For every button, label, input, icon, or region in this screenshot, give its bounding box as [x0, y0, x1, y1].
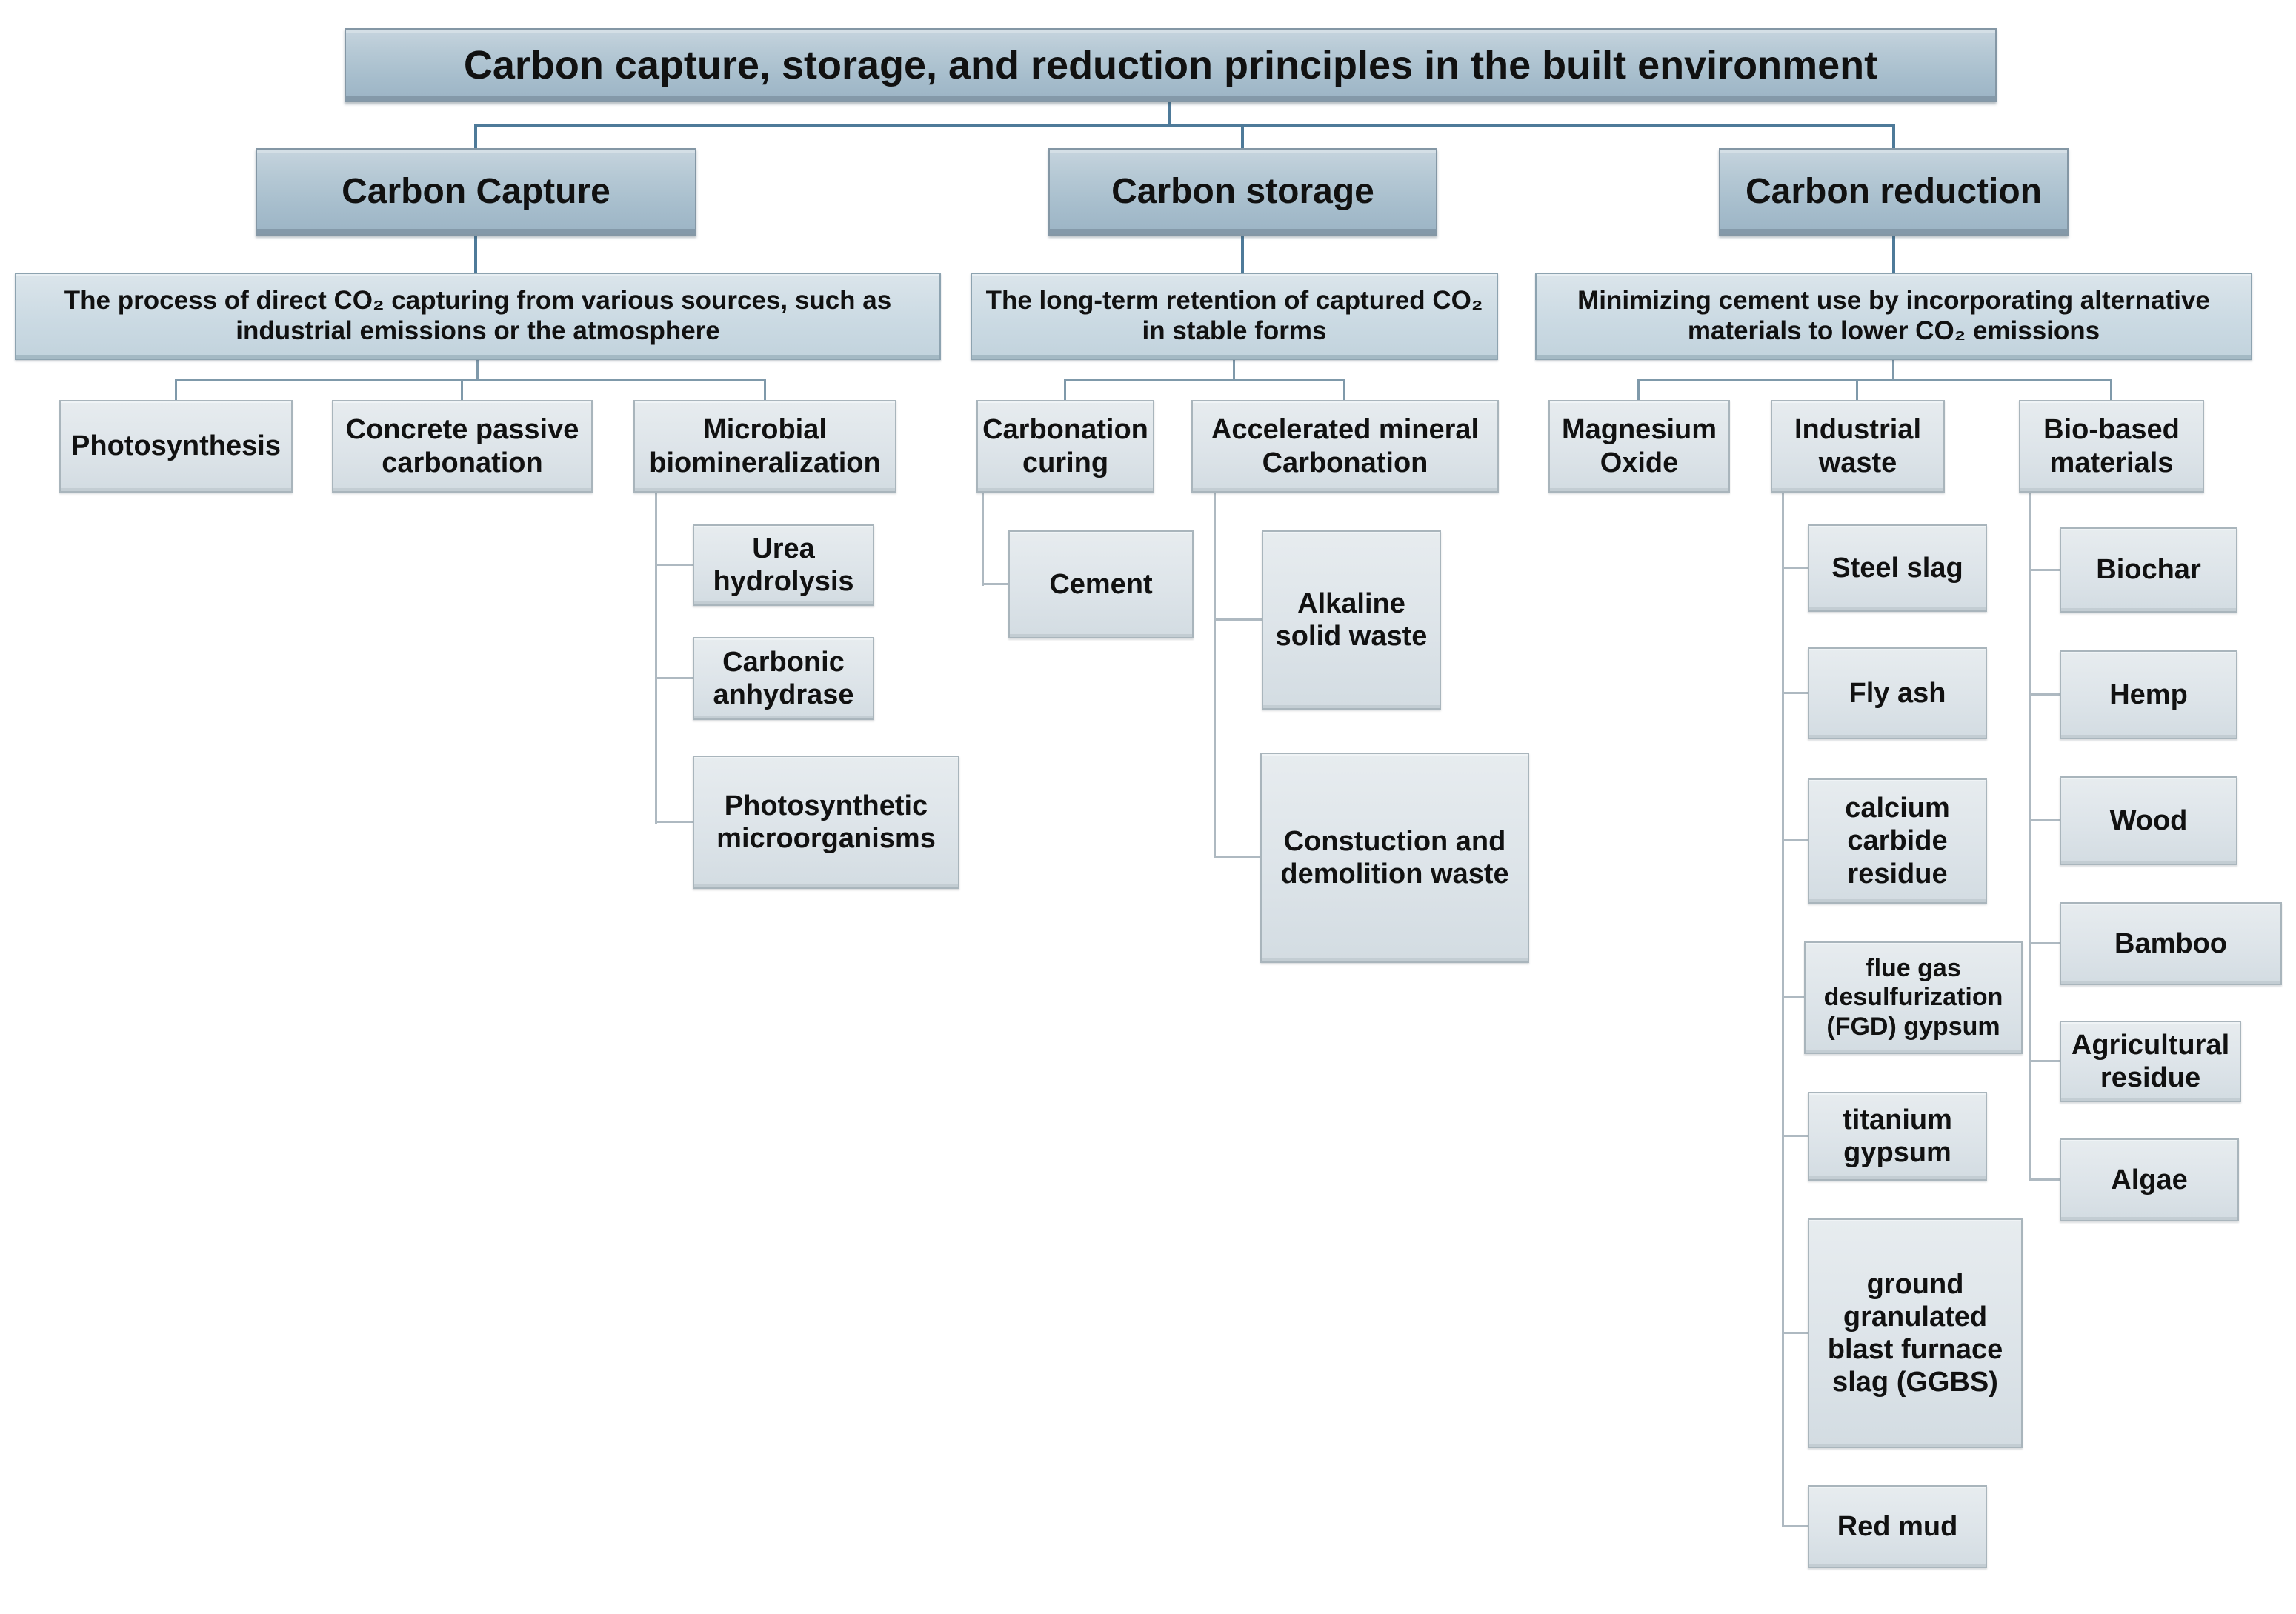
node-fgd-gypsum: flue gas desulfurization (FGD) gypsum: [1804, 941, 2023, 1054]
node-wood: Wood: [2060, 776, 2237, 865]
branch-header-carbon-reduction: Carbon reduction: [1719, 148, 2069, 236]
connector-titanium-stub: [1782, 1135, 1808, 1137]
connector-g3-d2: [1856, 379, 1858, 401]
connector-storage-drop: [1241, 124, 1244, 150]
node-titanium-gypsum: titanium gypsum: [1808, 1092, 1987, 1181]
description-carbon-storage: The long-term retention of captured CO₂ …: [971, 273, 1498, 360]
connector-photomicro-stub: [655, 821, 693, 823]
connector-g2-rail: [1064, 379, 1345, 381]
connector-biobased-trunk: [2029, 493, 2031, 1181]
connector-title-drop: [1168, 102, 1171, 127]
description-carbon-capture: The process of direct CO₂ capturing from…: [15, 273, 941, 360]
node-construction-demolition-waste: Constuction and demolition waste: [1260, 753, 1529, 963]
connector-storage-desc: [1241, 236, 1244, 274]
connector-g3-d3: [2110, 379, 2112, 401]
connector-capture-drop: [474, 124, 477, 150]
connector-flyash-stub: [1782, 692, 1808, 694]
connector-agricultural-stub: [2029, 1060, 2060, 1062]
node-photosynthesis: Photosynthesis: [59, 400, 293, 493]
connector-microbial-trunk: [655, 493, 657, 824]
connector-fgd-stub: [1782, 996, 1804, 998]
connector-g1-d3: [764, 379, 766, 401]
node-carbonation-curing: Carbonation curing: [976, 400, 1154, 493]
connector-algae-stub: [2029, 1178, 2060, 1181]
connector-industrial-trunk: [1782, 493, 1784, 1527]
node-urea-hydrolysis: Urea hydrolysis: [693, 524, 874, 606]
connector-g1-d1: [175, 379, 177, 401]
node-accelerated-mineral-carbonation: Accelerated mineral Carbonation: [1191, 400, 1499, 493]
connector-g3-stem: [1892, 360, 1894, 381]
description-carbon-reduction: Minimizing cement use by incorporating a…: [1535, 273, 2252, 360]
connector-g2-d2: [1343, 379, 1345, 401]
connector-ggbs-stub: [1782, 1332, 1808, 1334]
branch-header-carbon-storage: Carbon storage: [1048, 148, 1437, 236]
connector-steelslag-stub: [1782, 567, 1808, 569]
node-bamboo: Bamboo: [2060, 902, 2282, 985]
node-bio-based-materials: Bio-based materials: [2019, 400, 2204, 493]
connector-g1-rail: [175, 379, 766, 381]
connector-cement-stub: [982, 583, 1008, 585]
node-fly-ash: Fly ash: [1808, 647, 1987, 739]
node-carbonic-anhydrase: Carbonic anhydrase: [693, 637, 874, 720]
node-calcium-carbide-residue: calcium carbide residue: [1808, 778, 1987, 904]
node-cement: Cement: [1008, 530, 1194, 638]
node-biochar: Biochar: [2060, 527, 2237, 613]
branch-header-carbon-capture: Carbon Capture: [256, 148, 696, 236]
connector-urea-stub: [655, 564, 693, 566]
connector-reduction-desc: [1892, 236, 1895, 274]
connector-alkaline-stub: [1214, 618, 1262, 621]
connector-capture-desc: [474, 236, 477, 274]
connector-reduction-drop: [1892, 124, 1895, 150]
connector-carbonic-stub: [655, 677, 693, 679]
connector-wood-stub: [2029, 819, 2060, 821]
connector-g3-d1: [1637, 379, 1640, 401]
node-magnesium-oxide: Magnesium Oxide: [1548, 400, 1730, 493]
connector-g2-d1: [1064, 379, 1066, 401]
connector-g3-rail: [1637, 379, 2112, 381]
connector-curing-trunk: [982, 493, 984, 586]
connector-branch-rail: [474, 124, 1895, 127]
node-steel-slag: Steel slag: [1808, 524, 1987, 612]
connector-accmin-trunk: [1214, 493, 1216, 858]
connector-hemp-stub: [2029, 693, 2060, 696]
connector-bamboo-stub: [2029, 942, 2060, 944]
node-ggbs: ground granulated blast furnace slag (GG…: [1808, 1218, 2023, 1448]
diagram-title: Carbon capture, storage, and reduction p…: [345, 28, 1997, 102]
node-algae: Algae: [2060, 1138, 2239, 1221]
node-industrial-waste: Industrial waste: [1771, 400, 1945, 493]
connector-g1-stem: [476, 360, 479, 381]
node-agricultural-residue: Agricultural residue: [2060, 1021, 2241, 1102]
connector-g1-d2: [461, 379, 463, 401]
node-concrete-passive-carbonation: Concrete passive carbonation: [332, 400, 593, 493]
connector-construction-stub: [1214, 856, 1260, 858]
connector-biochar-stub: [2029, 569, 2060, 571]
connector-redmud-stub: [1782, 1525, 1808, 1527]
node-alkaline-solid-waste: Alkaline solid waste: [1262, 530, 1441, 710]
connector-calcium-stub: [1782, 839, 1808, 841]
node-microbial-biomineralization: Microbial biomineralization: [633, 400, 896, 493]
node-red-mud: Red mud: [1808, 1485, 1987, 1568]
node-hemp: Hemp: [2060, 650, 2237, 739]
connector-g2-stem: [1233, 360, 1235, 381]
node-photosynthetic-microorganisms: Photosynthetic microorganisms: [693, 756, 959, 889]
